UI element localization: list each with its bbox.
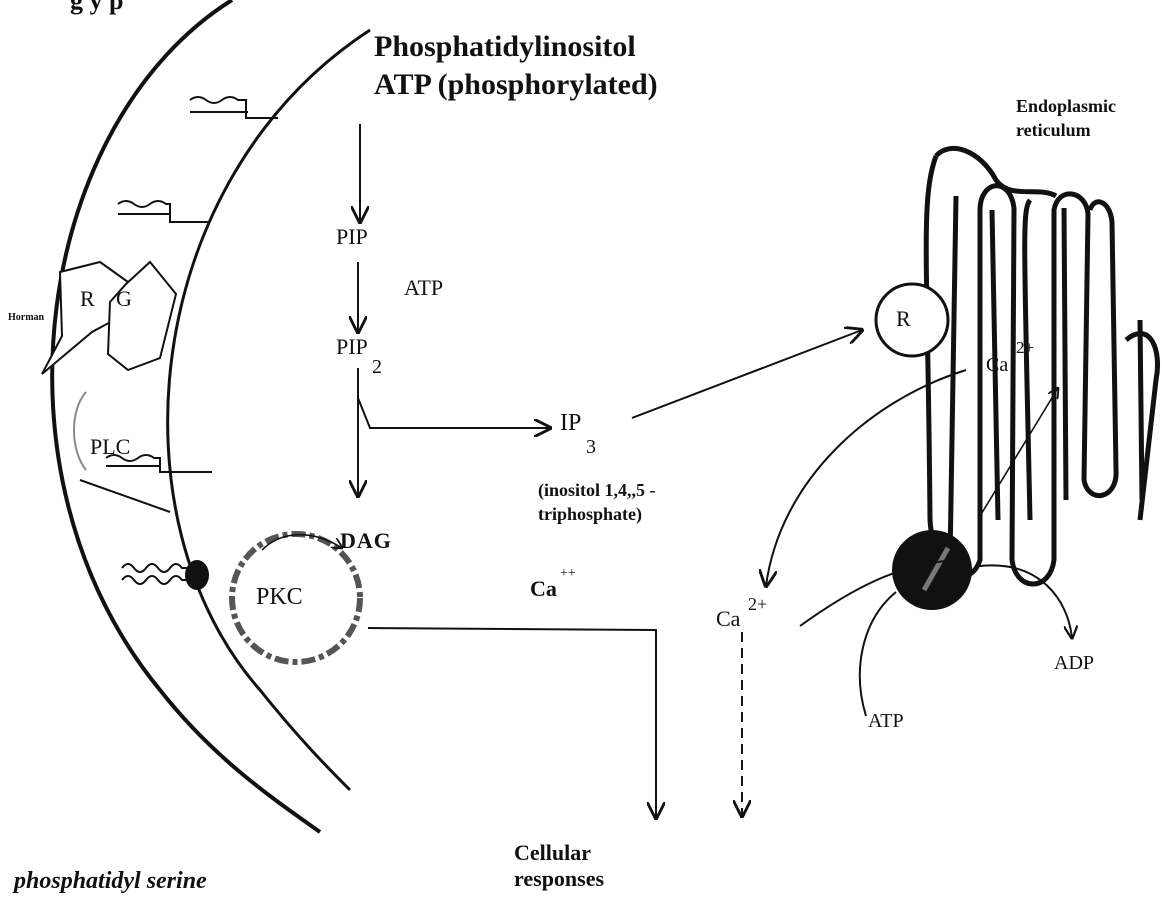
er-receptor-ring [876, 284, 948, 356]
plc-label: PLC [90, 434, 130, 460]
membrane-inner [168, 30, 370, 790]
atp-cofactor-label: ATP [404, 275, 443, 301]
pump-substrate-label: ATP [868, 710, 904, 733]
header-fragment: g y p [70, 0, 123, 16]
pip2-subscript: 2 [372, 356, 382, 379]
source-line-2: ATP (phosphorylated) [374, 68, 658, 102]
receptor-label: R [80, 286, 95, 312]
output-line-2: responses [514, 866, 604, 892]
pip2-label: PIP [336, 334, 368, 360]
ca2-free-superscript: 2+ [748, 594, 767, 615]
pump-product-label: ADP [1054, 652, 1094, 675]
plc-outline [74, 392, 86, 470]
pip-label: PIP [336, 224, 368, 250]
er-receptor-label: R [896, 306, 911, 332]
hormone-label: Horman [8, 312, 44, 323]
membrane-outer [52, 0, 320, 832]
ip3-subscript: 3 [586, 436, 596, 459]
lipid-head [185, 560, 209, 590]
er-title-line-2: reticulum [1016, 120, 1091, 141]
g-protein-label: G [116, 286, 132, 312]
ip3-full-name-line-2: triphosphate) [538, 504, 642, 525]
ip3-label: IP [560, 410, 581, 437]
ca-plus-label: Ca [530, 576, 557, 602]
source-line-1: Phosphatidylinositol [374, 30, 636, 64]
er-calcium-superscript: 2+ [1016, 338, 1034, 358]
er-title-line-1: Endoplasmic [1016, 96, 1116, 117]
dag-label: DAG [340, 528, 392, 554]
ip3-full-name-line-1: (inositol 1,4,,5 - [538, 480, 656, 501]
er-calcium-label: Ca [986, 354, 1008, 377]
pkc-label: PKC [256, 584, 303, 611]
ca2-free-label: Ca [716, 606, 740, 632]
ca-plus-superscript: ++ [560, 566, 576, 582]
output-line-1: Cellular [514, 840, 591, 866]
er-membrane [926, 148, 1157, 584]
footer-caption: phosphatidyl serine [14, 868, 207, 895]
